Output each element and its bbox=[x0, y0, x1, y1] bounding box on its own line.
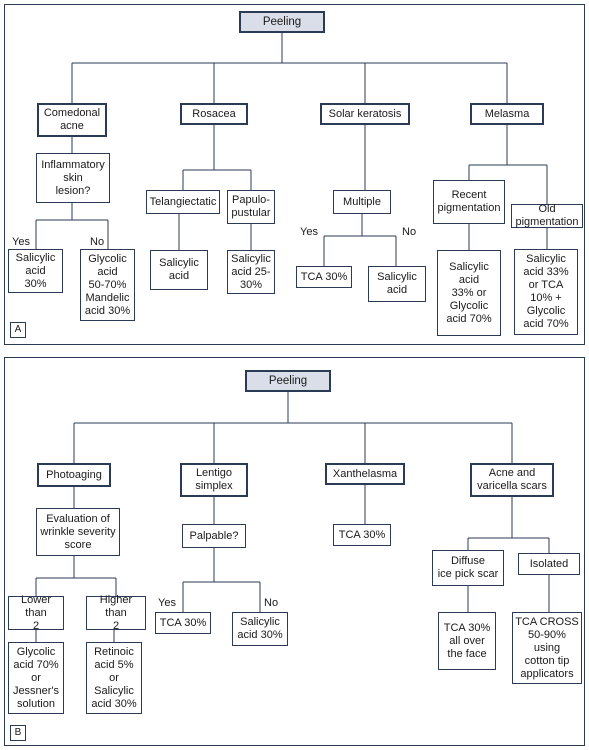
node-a-sal2530: Salicylic acid 25- 30% bbox=[227, 250, 275, 294]
node-a-papulo: Papulo- pustular bbox=[227, 190, 275, 224]
branch-label-b-yes1: Yes bbox=[158, 597, 176, 609]
branch-label-a-yes1: Yes bbox=[12, 236, 30, 248]
node-a-inflam: Inflammatory skin lesion? bbox=[36, 153, 110, 203]
node-b-xanth: Xanthelasma bbox=[325, 463, 405, 485]
node-b-photo: Photoaging bbox=[37, 463, 111, 487]
node-b-tcacross: TCA CROSS 50-90% using cotton tip applic… bbox=[512, 612, 582, 684]
node-b-palpable: Palpable? bbox=[182, 524, 246, 548]
node-a-root: Peeling bbox=[239, 11, 325, 33]
node-a-comedonal: Comedonal acne bbox=[37, 103, 107, 137]
node-a-melasma: Melasma bbox=[470, 103, 544, 125]
node-a-glyc: Glycolic acid 50-70% Mandelic acid 30% bbox=[80, 249, 135, 321]
node-b-sal30l: Salicylic acid 30% bbox=[232, 612, 288, 646]
node-b-glycjess: Glycolic acid 70% or Jessner's solution bbox=[8, 642, 64, 714]
node-b-diffuse: Diffuse ice pick scar bbox=[432, 550, 504, 586]
node-b-acne: Acne and varicella scars bbox=[470, 463, 554, 497]
node-b-retinoic: Retinoic acid 5% or Salicylic acid 30% bbox=[86, 642, 142, 714]
node-a-sal33tca: Salicylic acid 33% or TCA 10% + Glycolic… bbox=[514, 249, 578, 335]
branch-label-a-no1: No bbox=[90, 236, 105, 248]
node-b-tca30l: TCA 30% bbox=[155, 612, 211, 634]
node-a-telang: Telangiectatic bbox=[146, 190, 220, 214]
node-a-old: Old pigmentation bbox=[511, 203, 583, 228]
node-b-root: Peeling bbox=[245, 370, 331, 392]
panel-a bbox=[4, 4, 585, 345]
panel-b bbox=[4, 357, 585, 746]
node-a-sal33glyc: Salicylic acid 33% or Glycolic acid 70% bbox=[437, 250, 501, 336]
node-b-higher: Higher than 2 bbox=[86, 594, 146, 632]
node-a-sal: Salicylic acid bbox=[150, 250, 208, 290]
node-a-multiple: Multiple bbox=[333, 190, 391, 214]
node-a-rosacea: Rosacea bbox=[180, 103, 248, 125]
panel-b-label: B bbox=[10, 725, 26, 741]
node-a-tca30: TCA 30% bbox=[296, 266, 352, 288]
node-b-tca30x: TCA 30% bbox=[333, 524, 391, 546]
node-b-tcaface: TCA 30% all over the face bbox=[438, 612, 496, 670]
node-a-sal30: Salicylic acid 30% bbox=[8, 249, 63, 293]
node-b-lower: Lower than 2 bbox=[8, 594, 64, 632]
panel-a-label: A bbox=[10, 322, 26, 338]
node-a-solar: Solar keratosis bbox=[320, 103, 410, 125]
node-a-recent: Recent pigmentation bbox=[433, 180, 505, 224]
node-b-isolated: Isolated bbox=[518, 553, 580, 575]
branch-label-b-no1: No bbox=[264, 597, 279, 609]
branch-label-a-yes2: Yes bbox=[300, 226, 318, 238]
node-b-lentigo: Lentigo simplex bbox=[180, 463, 248, 497]
node-a-salacid: Salicylic acid bbox=[368, 266, 426, 302]
branch-label-a-no2: No bbox=[402, 226, 417, 238]
node-b-evaluation: Evaluation of wrinkle severity score bbox=[36, 508, 120, 556]
